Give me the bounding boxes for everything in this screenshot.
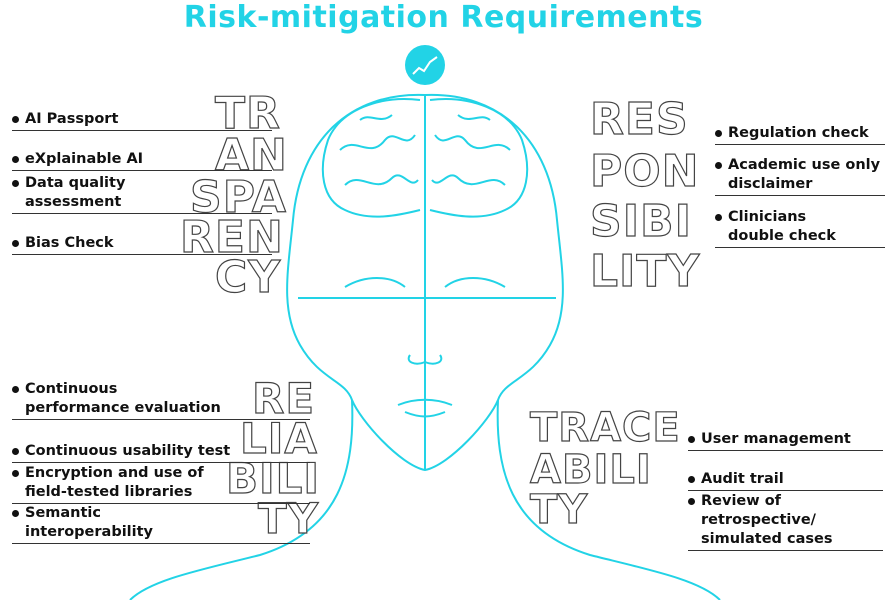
word-line: ABILI [529, 447, 652, 493]
bullet-icon [12, 180, 19, 187]
word-line: TRACE [529, 405, 681, 451]
word-line: LIA [239, 414, 318, 463]
bullet-icon [715, 162, 722, 169]
word-line: RE [251, 374, 316, 423]
list-item: Academic use only disclaimer [715, 156, 885, 196]
list-item: Continuous usability test [12, 442, 310, 463]
list-item: Regulation check [715, 124, 885, 145]
bullet-icon [715, 130, 722, 137]
list-item: User management [688, 430, 883, 451]
word-line: PON [589, 146, 700, 197]
bullet-icon [12, 448, 19, 455]
bullet-icon [12, 156, 19, 163]
list-item: eXplainable AI [12, 150, 272, 171]
list-item: Continuous performance evaluation [12, 380, 310, 420]
bullet-icon [12, 470, 19, 477]
bullet-icon [12, 116, 19, 123]
word-line: SPA [189, 172, 287, 223]
list-item: AI Passport [12, 110, 272, 131]
bullet-icon [688, 476, 695, 483]
list-item: Data quality assessment [12, 174, 272, 214]
word-line: REN [179, 212, 284, 263]
list-item: Bias Check [12, 234, 272, 255]
word-line: LITY [589, 246, 701, 297]
list-item: Review of retrospective/ simulated cases [688, 492, 883, 551]
word-line: BILI [225, 454, 321, 503]
word-line: TR [214, 88, 281, 139]
word-line: TY [257, 494, 320, 543]
list-item: Encryption and use of field-tested libra… [12, 464, 310, 504]
list-item: Clinicians double check [715, 208, 885, 248]
bullet-icon [12, 240, 19, 247]
bullet-icon [12, 510, 19, 517]
list-item: Semantic interoperability [12, 504, 310, 544]
word-line: TY [529, 487, 589, 533]
chart-circle-icon [405, 45, 445, 85]
word-line: SIBI [589, 196, 692, 247]
bullet-icon [715, 214, 722, 221]
bullet-icon [688, 436, 695, 443]
word-line: RES [589, 94, 689, 145]
page-title: Risk-mitigation Requirements [183, 0, 704, 35]
bullet-icon [688, 498, 695, 505]
bullet-icon [12, 386, 19, 393]
word-line: CY [214, 252, 282, 303]
list-item: Audit trail [688, 470, 883, 491]
